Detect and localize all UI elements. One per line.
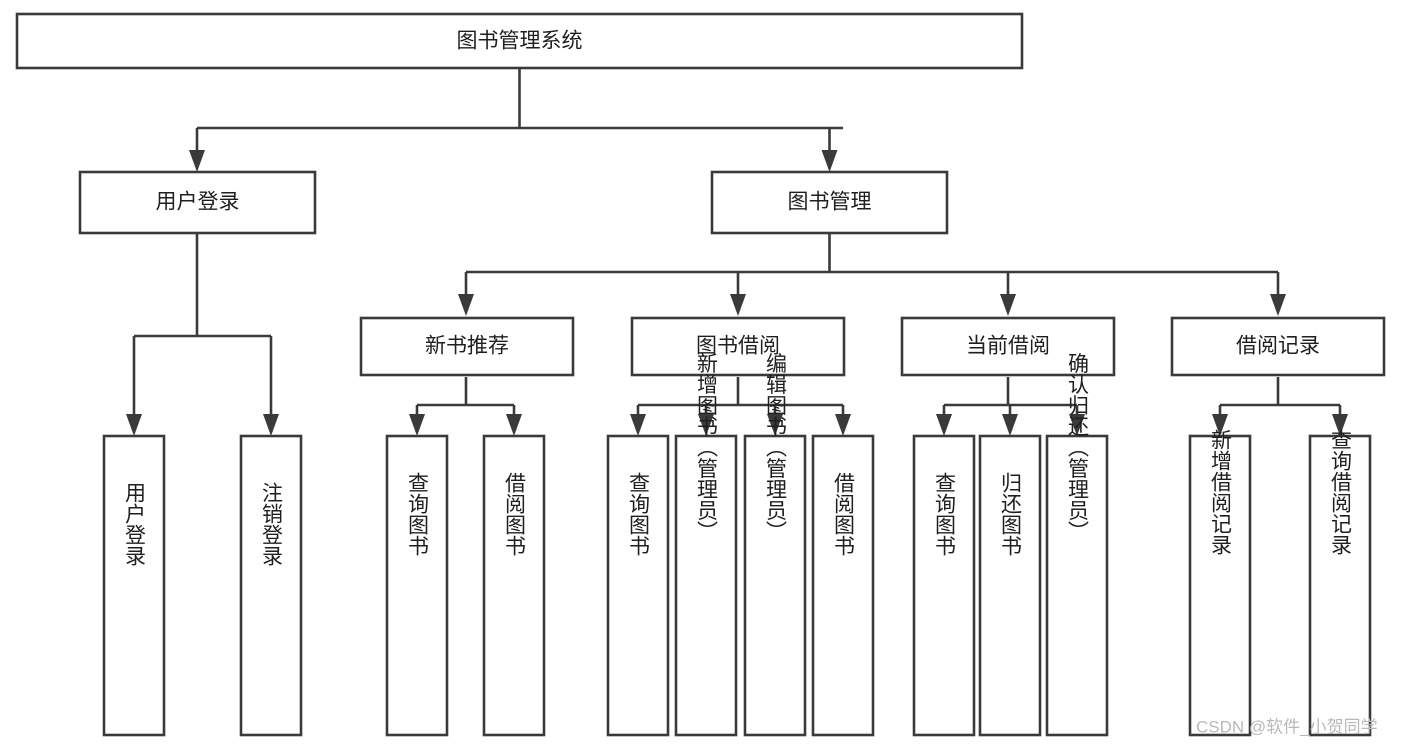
leaf-box-borrow-query[interactable] <box>606 434 670 737</box>
leaf-box-current-confirm[interactable] <box>1045 434 1109 737</box>
node-new-book-recommend-label: 新书推荐 <box>425 335 509 358</box>
arrow-head-currentborrow-leaf-2 <box>1002 414 1018 436</box>
node-borrow-record-box[interactable] <box>1170 316 1386 377</box>
arrow-head-bookborrow-leaf-1 <box>630 414 646 436</box>
leaf-label-borrow-add: 新增图书（管理员） <box>695 353 719 542</box>
arrow-head-borrowrecord-leaf-1 <box>1212 414 1228 436</box>
leaf-label-current-return: 归还图书 <box>999 472 1023 556</box>
leaf-box-newbook-query[interactable] <box>385 434 449 737</box>
node-root-box[interactable] <box>15 12 1024 70</box>
leaf-label-user-login-action: 用户登录 <box>123 482 147 566</box>
node-root-system[interactable]: 图书管理系统 <box>15 12 1024 70</box>
leaf-node-borrow-edit[interactable]: 编辑图书（管理员） <box>743 353 807 737</box>
leaf-label-newbook-borrow: 借阅图书 <box>503 472 527 556</box>
leaf-node-logout[interactable]: 注销登录 <box>239 434 303 737</box>
node-book-borrow[interactable]: 图书借阅 <box>630 316 846 377</box>
node-current-borrow-box[interactable] <box>900 316 1116 377</box>
node-user-login-box[interactable] <box>78 170 317 235</box>
node-user-login[interactable]: 用户登录 <box>78 170 317 235</box>
leaf-node-borrow-query[interactable]: 查询图书 <box>606 434 670 737</box>
leaf-box-borrow-action[interactable] <box>811 434 875 737</box>
node-new-book-recommend-box[interactable] <box>359 316 575 377</box>
arrow-head-borrowrecord-leaf-2 <box>1332 414 1348 436</box>
leaf-box-record-add[interactable] <box>1188 434 1252 737</box>
leaf-box-newbook-borrow[interactable] <box>482 434 546 737</box>
arrow-head-logout-leaf <box>263 414 279 436</box>
leaf-box-borrow-add[interactable] <box>674 434 738 737</box>
leaf-label-borrow-edit: 编辑图书（管理员） <box>764 353 788 542</box>
leaf-box-logout[interactable] <box>239 434 303 737</box>
leaf-label-borrow-action: 借阅图书 <box>832 472 856 556</box>
leaf-node-record-add[interactable]: 新增借阅记录 <box>1188 429 1252 737</box>
connector-group-root <box>189 68 843 172</box>
leaf-label-record-query: 查询借阅记录 <box>1329 429 1353 555</box>
leaf-node-record-query[interactable]: 查询借阅记录 <box>1308 429 1372 737</box>
node-book-management-label: 图书管理 <box>788 191 872 214</box>
leaf-node-borrow-add[interactable]: 新增图书（管理员） <box>674 353 738 737</box>
node-borrow-record-label: 借阅记录 <box>1236 335 1320 358</box>
node-borrow-record[interactable]: 借阅记录 <box>1170 316 1386 377</box>
connector-group-bookmgmt <box>458 233 1286 316</box>
leaf-box-current-query[interactable] <box>912 434 976 737</box>
node-root-label: 图书管理系统 <box>457 30 583 53</box>
node-current-borrow[interactable]: 当前借阅 <box>900 316 1116 377</box>
leaf-node-current-query[interactable]: 查询图书 <box>912 434 976 737</box>
arrow-head-bookborrow-leaf-4 <box>835 414 851 436</box>
node-book-management[interactable]: 图书管理 <box>710 170 949 235</box>
leaf-node-borrow-action[interactable]: 借阅图书 <box>811 434 875 737</box>
connector-group-bookborrow <box>630 377 851 436</box>
connector-group-borrowrecord <box>1212 377 1348 436</box>
leaf-node-current-confirm[interactable]: 确认归还（管理员） <box>1045 353 1109 737</box>
arrow-head-bookborrow <box>730 294 746 316</box>
leaf-label-current-query: 查询图书 <box>933 472 957 556</box>
arrow-head-currentborrow-leaf-1 <box>936 414 952 436</box>
node-book-borrow-label: 图书借阅 <box>696 335 780 358</box>
connector-group-currentborrow <box>936 377 1085 436</box>
leaf-node-newbook-query[interactable]: 查询图书 <box>385 434 449 737</box>
leaf-box-user-login-action[interactable] <box>102 434 166 737</box>
connector-group-userlogin <box>126 233 279 436</box>
leaf-label-newbook-query: 查询图书 <box>406 472 430 556</box>
connector-group-newbook <box>409 377 522 436</box>
node-book-borrow-box[interactable] <box>630 316 846 377</box>
arrow-head-currentborrow-leaf-3 <box>1069 414 1085 436</box>
leaf-label-borrow-query: 查询图书 <box>627 472 651 556</box>
node-current-borrow-label: 当前借阅 <box>966 335 1050 358</box>
arrow-head-newbook <box>458 294 474 316</box>
leaf-label-logout: 注销登录 <box>260 482 284 566</box>
leaf-label-record-add: 新增借阅记录 <box>1209 429 1233 555</box>
watermark-label: CSDN @软件_小贺同学 <box>1196 717 1378 736</box>
leaf-box-borrow-edit[interactable] <box>743 434 807 737</box>
arrow-head-borrowrecord <box>1270 294 1286 316</box>
leaf-label-current-confirm: 确认归还（管理员） <box>1066 353 1090 542</box>
node-user-login-label: 用户登录 <box>156 191 240 214</box>
leaf-node-user-login-action[interactable]: 用户登录 <box>102 434 166 737</box>
arrow-head-bookborrow-leaf-2 <box>698 414 714 436</box>
arrow-head-userlogin <box>189 150 205 172</box>
arrow-head-currentborrow <box>1000 294 1016 316</box>
arrow-head-newbook-leaf-1 <box>409 414 425 436</box>
node-new-book-recommend[interactable]: 新书推荐 <box>359 316 575 377</box>
node-book-management-box[interactable] <box>710 170 949 235</box>
leaf-node-newbook-borrow[interactable]: 借阅图书 <box>482 434 546 737</box>
leaf-node-current-return[interactable]: 归还图书 <box>978 434 1042 737</box>
arrow-head-user-login-leaf <box>126 414 142 436</box>
leaf-box-current-return[interactable] <box>978 434 1042 737</box>
arrow-head-newbook-leaf-2 <box>506 414 522 436</box>
arrow-head-bookborrow-leaf-3 <box>767 414 783 436</box>
leaf-box-record-query[interactable] <box>1308 434 1372 737</box>
arrow-head-bookmgmt <box>821 150 838 172</box>
